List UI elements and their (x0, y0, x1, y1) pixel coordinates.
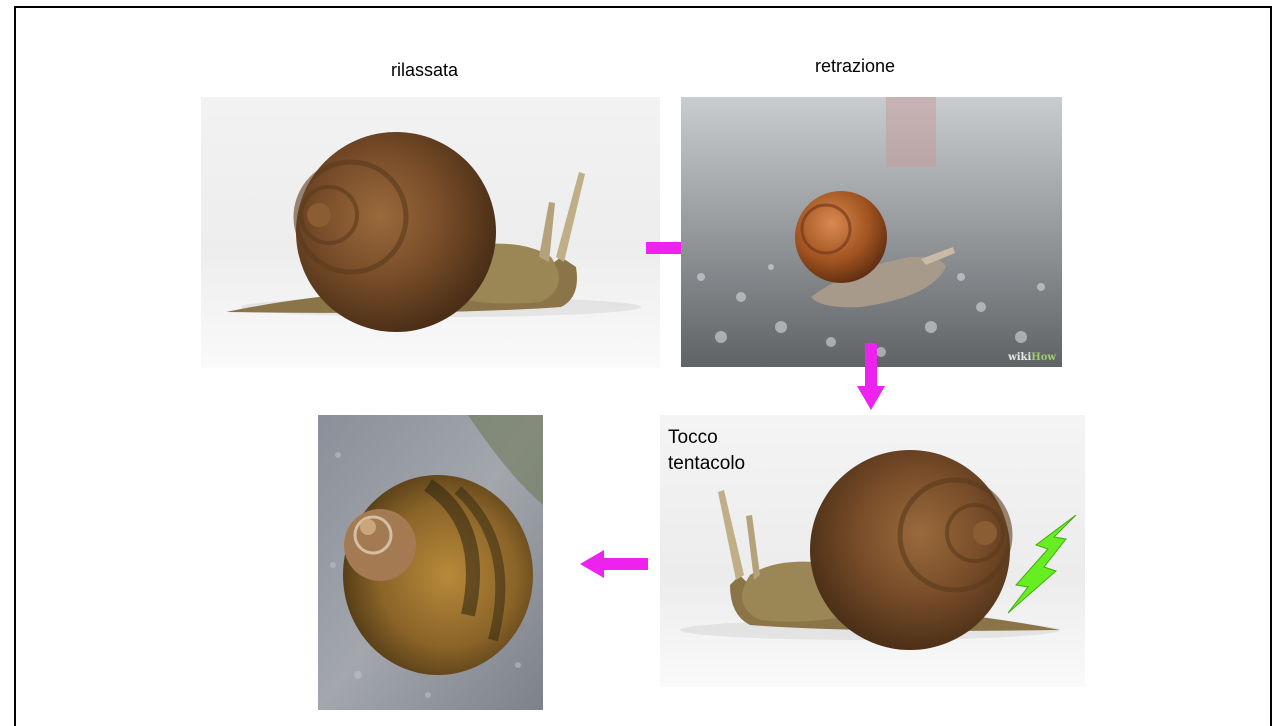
photo-snail-retraction: wikiHow (681, 97, 1062, 367)
label-retraction: retrazione (815, 56, 895, 77)
arrow-down-icon (857, 343, 885, 410)
lightning-bolt-icon (1008, 515, 1078, 615)
watermark: wikiHow (1008, 352, 1056, 363)
photo-snail-touch: Tocco tentacolo (660, 415, 1085, 687)
photo-snail-retracted (318, 415, 543, 710)
photo-snail-relaxed (201, 97, 660, 368)
label-touch: Tocco tentacolo (668, 425, 745, 477)
label-relaxed: rilassata (391, 60, 458, 81)
arrow-left-icon (580, 550, 648, 578)
